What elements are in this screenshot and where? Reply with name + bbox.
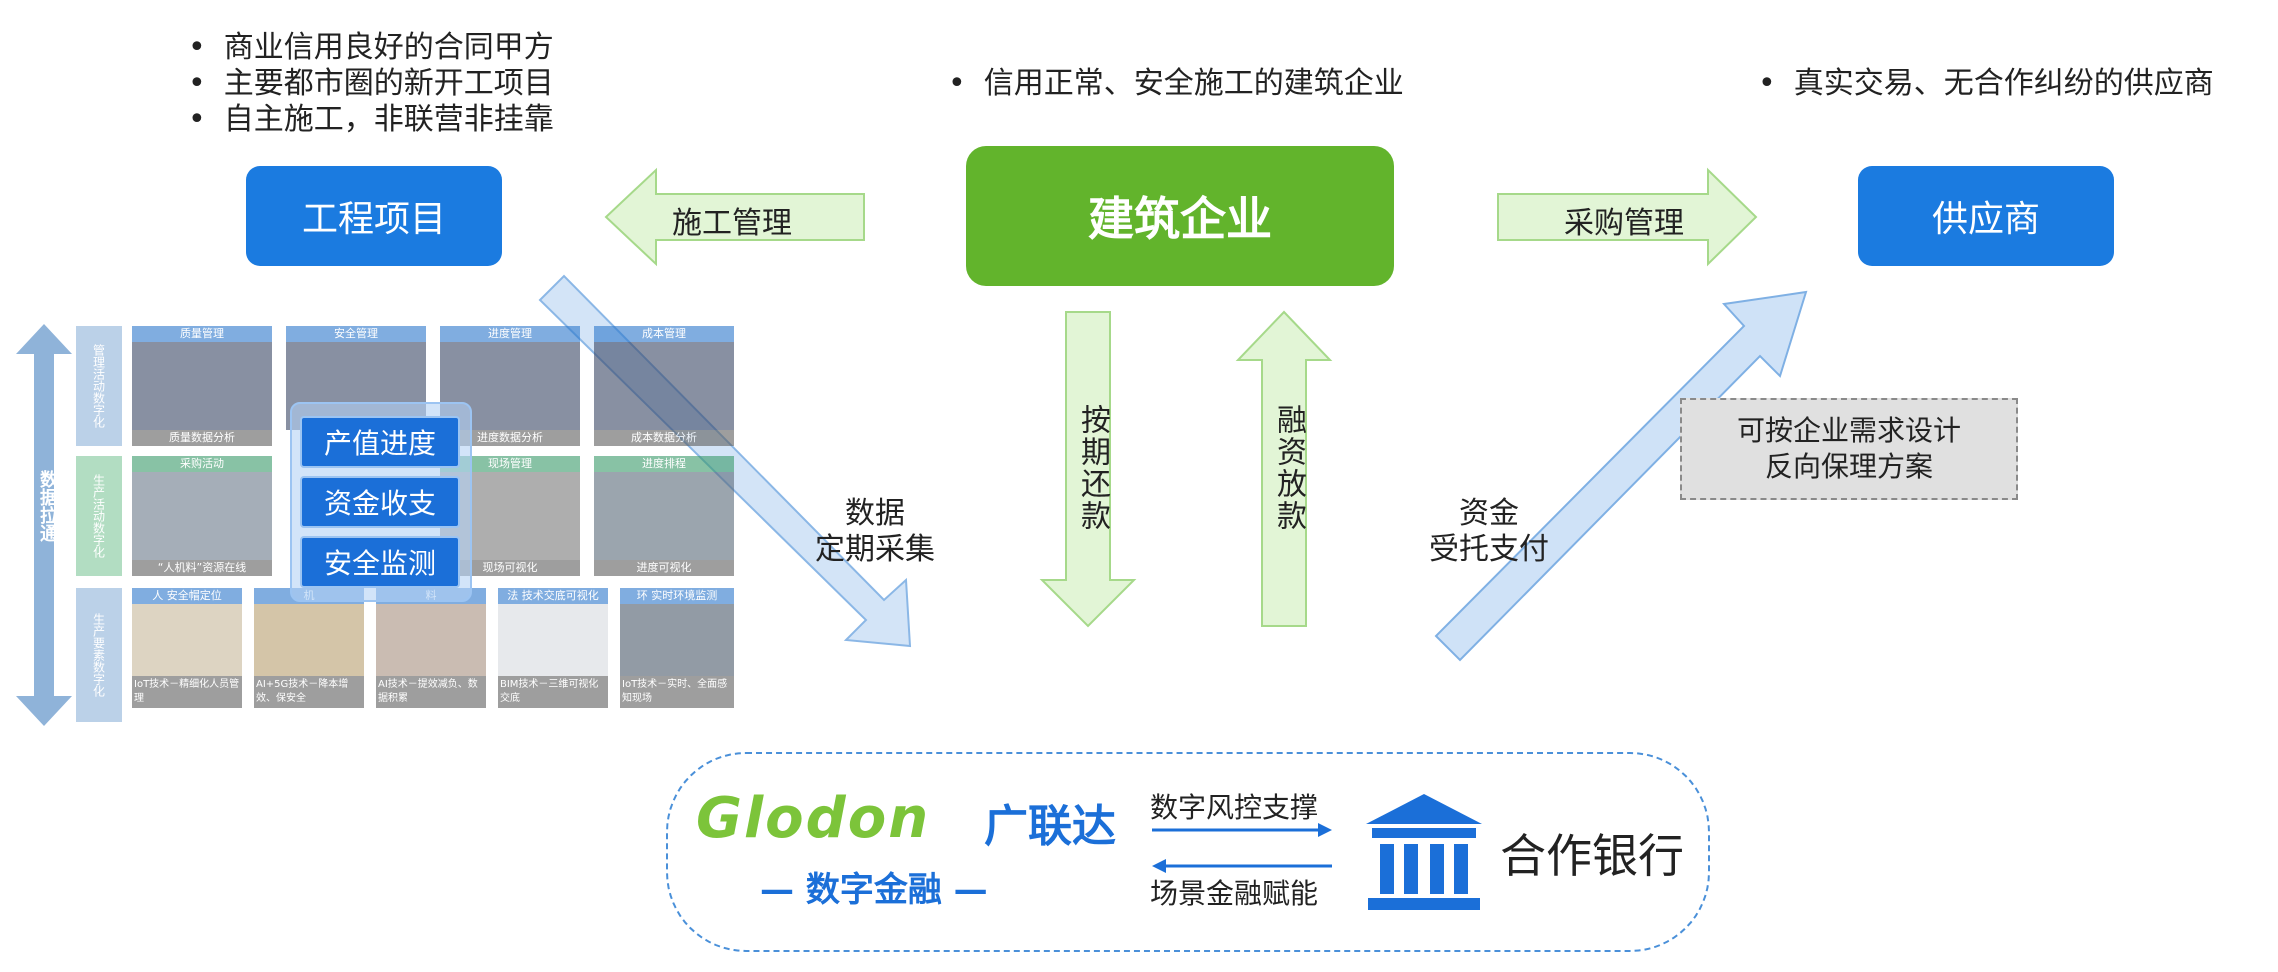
panel-foot: AI+5G技术－降本增效、保安全 — [254, 676, 364, 708]
panel-foot: 质量数据分析 — [132, 430, 272, 446]
data-collect-label: 数据 定期采集 — [815, 496, 935, 567]
panel-body — [498, 604, 608, 676]
panel-environment: 环 实时环境监测 IoT技术－实时、全面感知现场 — [620, 588, 734, 722]
enterprise-node: 建筑企业 — [966, 146, 1394, 286]
panel-foot: IoT技术－精细化人员管理 — [132, 676, 242, 708]
panel-head: 进度排程 — [594, 456, 734, 472]
row-label-elements: 生产要素数字化 — [76, 588, 122, 722]
panel-body — [132, 604, 242, 676]
repay-arrow — [1039, 311, 1137, 628]
data-pull-label: 数据拉通 — [37, 470, 58, 542]
panel-body — [254, 604, 364, 676]
panel-schedule: 进度排程 进度可视化 — [594, 456, 734, 576]
procurement-arrow — [1497, 167, 1758, 267]
panel-method: 法 技术交底可视化 BIM技术－三维可视化交底 — [498, 588, 608, 722]
panel-material: 料 AI技术－提效减负、数据积累 — [376, 588, 486, 722]
row-label-management: 管理活动数字化 — [76, 326, 122, 446]
glodon-logo-cn: 广联达 — [984, 801, 1116, 852]
panel-head: 质量管理 — [132, 326, 272, 342]
repay-label: 按期还款 — [1075, 404, 1110, 532]
procurement-label: 采购管理 — [1564, 206, 1684, 241]
panel-body — [594, 342, 734, 430]
partner-bank-label: 合作银行 — [1500, 829, 1684, 883]
panel-head: 法 技术交底可视化 — [498, 588, 608, 604]
bottom-container — [666, 752, 1710, 952]
panel-head: 人 安全帽定位 — [132, 588, 242, 604]
output-progress-button[interactable]: 产值进度 — [300, 416, 460, 468]
supplier-criteria-1: 真实交易、无合作纠纷的供应商 — [1758, 66, 2214, 102]
project-node: 工程项目 — [246, 166, 502, 266]
panel-body — [132, 472, 272, 560]
scene-finance-label: 场景金融赋能 — [1150, 877, 1319, 910]
panel-body — [620, 604, 734, 676]
panel-foot: BIM技术－三维可视化交底 — [498, 676, 608, 708]
panel-head: 进度管理 — [440, 326, 580, 342]
loan-label: 融资放款 — [1271, 404, 1306, 532]
panel-people: 人 安全帽定位 IoT技术－精细化人员管理 — [132, 588, 242, 722]
panel-body — [594, 472, 734, 560]
row-label-production: 生产活动数字化 — [76, 456, 122, 576]
panel-foot: 成本数据分析 — [594, 430, 734, 446]
loan-arrow — [1235, 310, 1333, 627]
dashboard-grid: 管理活动数字化 质量管理 质量数据分析 安全管理 进度管理 进度数据分析 成本管… — [76, 326, 736, 726]
panel-head: 现场管理 — [440, 456, 580, 472]
panel-foot: “人机料”资源在线 — [132, 560, 272, 576]
project-criteria-1: 商业信用良好的合同甲方 — [188, 30, 554, 66]
panel-foot: 现场可视化 — [440, 560, 580, 576]
finance-arrow-head — [1152, 859, 1166, 873]
construction-arrow — [604, 167, 865, 267]
panel-head: 环 实时环境监测 — [620, 588, 734, 604]
panel-foot: 进度数据分析 — [440, 430, 580, 446]
panel-foot: IoT技术－实时、全面感知现场 — [620, 676, 734, 708]
project-criteria-2: 主要都市圈的新开工项目 — [188, 66, 554, 102]
panel-body — [132, 342, 272, 430]
panel-procurement: 采购活动 “人机料”资源在线 — [132, 456, 272, 576]
payment-arrow — [1434, 290, 1808, 662]
reverse-factoring-box: 可按企业需求设计 反向保理方案 — [1680, 398, 2018, 500]
bank-icon — [1366, 794, 1482, 910]
risk-control-label: 数字风控支撑 — [1150, 791, 1319, 824]
panel-head: 安全管理 — [286, 326, 426, 342]
project-criteria-3: 自主施工，非联营非挂靠 — [188, 102, 554, 138]
glodon-logo-latin: Glodon — [696, 786, 931, 851]
panel-cost: 成本管理 成本数据分析 — [594, 326, 734, 446]
enterprise-criteria: 信用正常、安全施工的建筑企业 — [948, 66, 1404, 102]
safety-monitor-button[interactable]: 安全监测 — [300, 536, 460, 588]
panel-quality: 质量管理 质量数据分析 — [132, 326, 272, 446]
enterprise-criteria-1: 信用正常、安全施工的建筑企业 — [948, 66, 1404, 102]
supplier-node: 供应商 — [1858, 166, 2114, 266]
panel-foot: 进度可视化 — [594, 560, 734, 576]
digital-finance-label: — 数字金融 — — [760, 870, 988, 910]
supplier-criteria: 真实交易、无合作纠纷的供应商 — [1758, 66, 2214, 102]
panel-machine: 机 AI+5G技术－降本增效、保安全 — [254, 588, 364, 722]
risk-arrow-head — [1318, 823, 1332, 837]
panel-body — [376, 604, 486, 676]
fund-flow-button[interactable]: 资金收支 — [300, 476, 460, 528]
construction-label: 施工管理 — [672, 206, 792, 241]
payment-label: 资金 受托支付 — [1429, 496, 1549, 567]
data-pull-arrow — [16, 324, 72, 726]
panel-head: 采购活动 — [132, 456, 272, 472]
panel-foot: AI技术－提效减负、数据积累 — [376, 676, 486, 708]
project-criteria: 商业信用良好的合同甲方 主要都市圈的新开工项目 自主施工，非联营非挂靠 — [188, 30, 554, 138]
panel-head: 成本管理 — [594, 326, 734, 342]
